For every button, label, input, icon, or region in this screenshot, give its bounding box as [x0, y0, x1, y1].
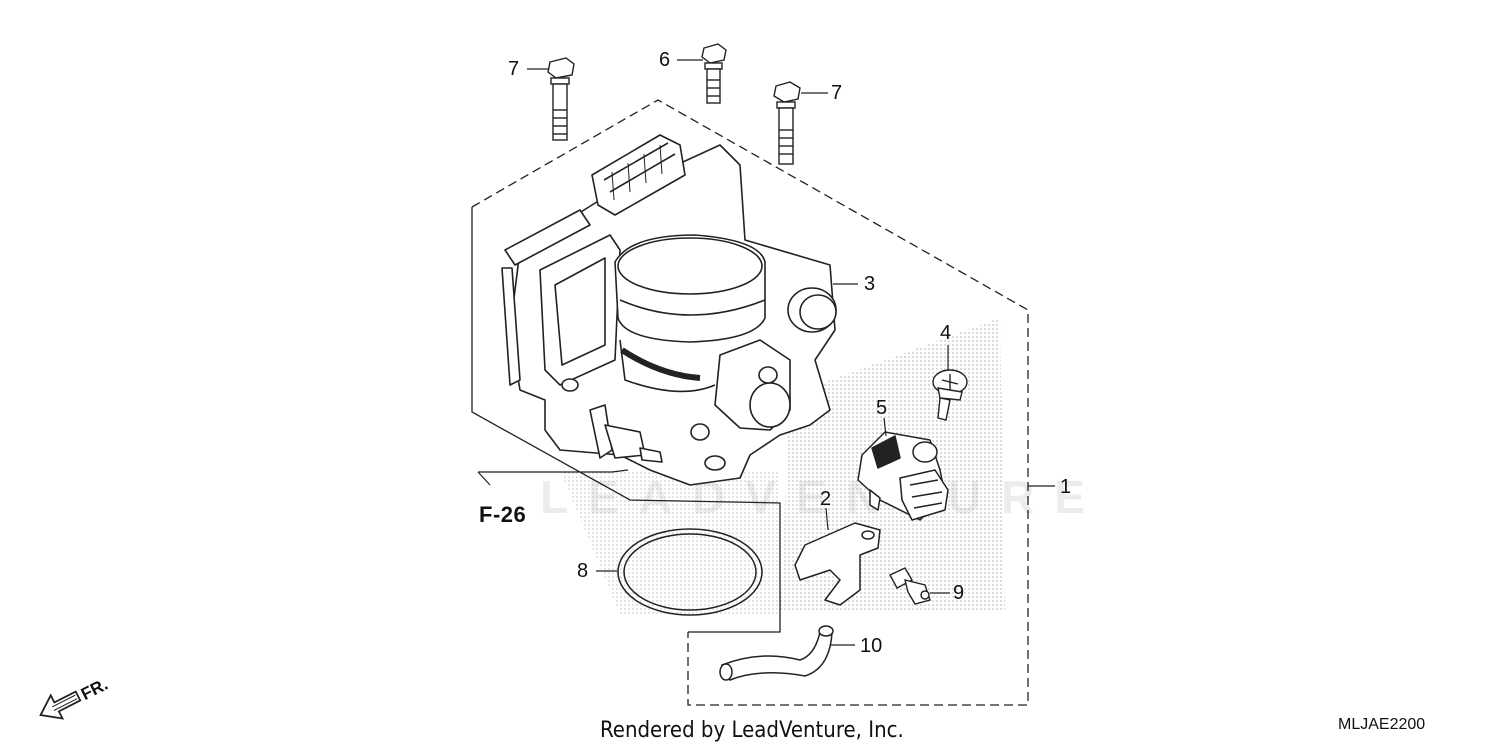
- callout-7-right: 7: [831, 82, 843, 104]
- callout-8: 8: [577, 560, 589, 582]
- bracket-2: [794, 522, 881, 606]
- callout-10: 10: [860, 635, 883, 657]
- throttle-body: [501, 134, 837, 486]
- callout-2: 2: [820, 488, 832, 510]
- leader-2: [825, 507, 829, 531]
- callout-3: 3: [864, 273, 876, 295]
- reference-leader: [478, 469, 629, 473]
- bolt-7-right: [773, 81, 801, 165]
- direction-label: FR.: [78, 675, 111, 704]
- callout-1: 1: [1060, 476, 1072, 498]
- shading-lower-area: [560, 470, 780, 615]
- bolt-9: [889, 567, 931, 605]
- reference-label: F-26: [479, 502, 527, 527]
- leader-5: [883, 417, 887, 437]
- footer-credit: Rendered by LeadVenture, Inc.: [600, 718, 904, 743]
- o-ring-8: [617, 528, 763, 616]
- callout-9: 9: [953, 582, 965, 604]
- sensor-5: [857, 431, 949, 521]
- callout-7-left: 7: [508, 58, 520, 80]
- assembly-bracket-line: [471, 207, 781, 633]
- assembly-outline: [471, 99, 1029, 706]
- diagram-code: MLJAE2200: [1338, 716, 1426, 733]
- screw-4: [932, 369, 968, 421]
- front-direction-arrow: FR.: [39, 675, 111, 720]
- bolt-7-left: [547, 57, 575, 141]
- callout-6: 6: [659, 49, 671, 71]
- callout-4: 4: [940, 322, 952, 344]
- bolt-6: [701, 43, 727, 104]
- hose-10: [719, 625, 834, 681]
- callout-5: 5: [876, 397, 888, 419]
